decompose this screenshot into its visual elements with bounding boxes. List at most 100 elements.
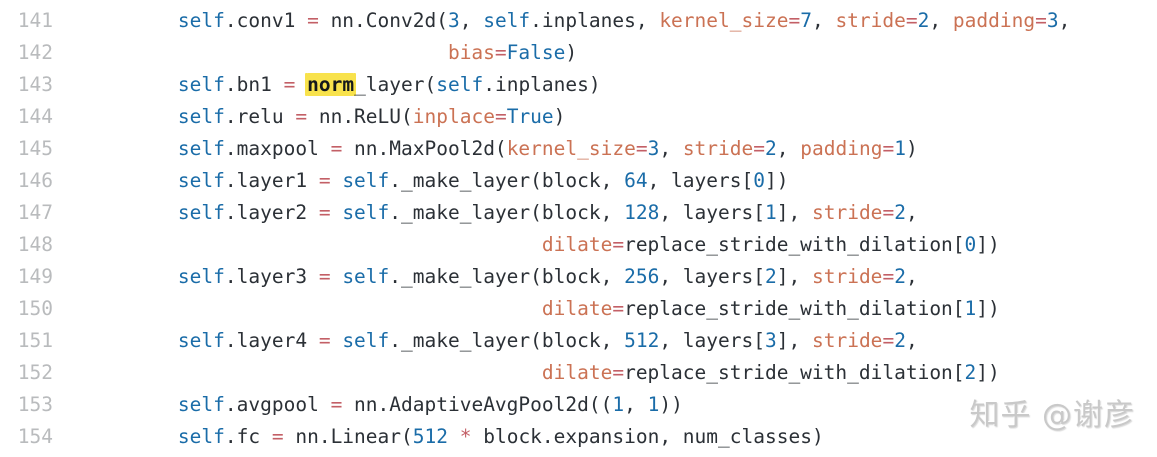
code-segment: ._make_layer(block, <box>389 265 625 288</box>
code-segment: * <box>459 425 472 448</box>
line-number[interactable]: 153 <box>17 393 53 416</box>
code-segment: , <box>624 393 648 416</box>
line-number[interactable]: 147 <box>17 201 53 224</box>
code-segment: dilate <box>541 297 613 320</box>
code-segment: 3 <box>647 137 660 160</box>
code-segment: .layer4 <box>224 329 319 352</box>
code-segment: = <box>318 265 331 288</box>
code-segment <box>84 169 178 192</box>
code-line: 143 self.bn1 = norm_layer(self.inplanes) <box>0 69 1157 101</box>
code-segment: , <box>776 137 801 160</box>
code-text: self.layer3 = self._make_layer(block, 25… <box>53 261 918 293</box>
line-number[interactable]: 141 <box>17 9 53 32</box>
code-segment: dilate <box>541 233 613 256</box>
code-line: 150 dilate=replace_stride_with_dilation[… <box>0 293 1157 325</box>
line-number[interactable]: 148 <box>17 233 53 256</box>
code-segment: = <box>283 73 296 96</box>
code-segment: ], <box>776 265 812 288</box>
code-segment: self <box>342 329 390 352</box>
code-segment: ], <box>776 201 812 224</box>
code-segment: = <box>494 41 507 64</box>
code-segment <box>84 297 542 320</box>
code-text: self.conv1 = nn.Conv2d(3, self.inplanes,… <box>53 5 1070 37</box>
code-segment: replace_stride_with_dilation[ <box>624 297 965 320</box>
code-segment: bias <box>447 41 495 64</box>
code-segment: self <box>342 265 390 288</box>
line-number[interactable]: 142 <box>17 41 53 64</box>
code-segment: ) <box>565 41 578 64</box>
code-segment <box>84 265 178 288</box>
code-line: 146 self.layer1 = self._make_layer(block… <box>0 165 1157 197</box>
code-segment: self <box>177 9 225 32</box>
line-number[interactable]: 149 <box>17 265 53 288</box>
code-segment: replace_stride_with_dilation[ <box>624 233 965 256</box>
code-segment: self <box>177 137 225 160</box>
code-segment: nn.Linear( <box>283 425 413 448</box>
code-segment: stride <box>811 201 883 224</box>
code-text: bias=False) <box>53 37 577 69</box>
code-segment <box>84 425 178 448</box>
code-segment: self <box>177 265 225 288</box>
code-segment: = <box>318 169 331 192</box>
code-segment: 3 <box>765 329 777 352</box>
code-segment: 2 <box>917 9 930 32</box>
code-segment: 1 <box>612 393 625 416</box>
code-segment <box>84 137 178 160</box>
code-segment: stride <box>811 329 883 352</box>
code-segment: , layers[ <box>659 329 765 352</box>
line-number[interactable]: 154 <box>17 425 53 448</box>
code-segment: 128 <box>624 201 660 224</box>
code-segment: padding <box>800 137 883 160</box>
line-number[interactable]: 151 <box>17 329 53 352</box>
line-number[interactable]: 143 <box>17 73 53 96</box>
code-segment: .fc <box>224 425 272 448</box>
code-segment: .inplanes, <box>530 9 660 32</box>
code-line: 151 self.layer4 = self._make_layer(block… <box>0 325 1157 357</box>
code-segment: = <box>882 265 895 288</box>
code-line: 144 self.relu = nn.ReLU(inplace=True) <box>0 101 1157 133</box>
code-segment: , <box>1058 9 1071 32</box>
code-segment: self <box>436 73 484 96</box>
line-number[interactable]: 152 <box>17 361 53 384</box>
code-segment: 2 <box>894 329 906 352</box>
code-segment: , layers[ <box>659 201 765 224</box>
code-text: dilate=replace_stride_with_dilation[2]) <box>53 357 1000 389</box>
code-segment: 3 <box>447 9 460 32</box>
code-segment: 2 <box>964 361 977 384</box>
code-segment: 512 <box>412 425 448 448</box>
code-segment: 2 <box>765 265 777 288</box>
code-segment: stride <box>811 265 883 288</box>
code-segment: nn.AdaptiveAvgPool2d(( <box>342 393 613 416</box>
code-segment: .bn1 <box>224 73 284 96</box>
code-line: 153 self.avgpool = nn.AdaptiveAvgPool2d(… <box>0 389 1157 421</box>
code-segment: 2 <box>894 265 906 288</box>
code-segment: ]) <box>976 233 1000 256</box>
code-segment: stride <box>682 137 754 160</box>
code-segment: dilate <box>541 361 613 384</box>
code-segment: = <box>318 329 331 352</box>
code-text: dilate=replace_stride_with_dilation[0]) <box>53 229 1000 261</box>
code-segment: ._make_layer(block, <box>389 169 625 192</box>
code-segment: 256 <box>624 265 660 288</box>
code-line: 154 self.fc = nn.Linear(512 * block.expa… <box>0 421 1157 453</box>
code-segment: ) <box>553 105 566 128</box>
code-segment: replace_stride_with_dilation[ <box>624 361 965 384</box>
code-line: 145 self.maxpool = nn.MaxPool2d(kernel_s… <box>0 133 1157 165</box>
code-segment <box>84 393 178 416</box>
code-segment: 1 <box>647 393 660 416</box>
line-number[interactable]: 146 <box>17 169 53 192</box>
code-segment: = <box>1035 9 1047 32</box>
line-number[interactable]: 144 <box>17 105 53 128</box>
line-number[interactable]: 145 <box>17 137 53 160</box>
code-segment: = <box>612 361 625 384</box>
code-segment: = <box>753 137 766 160</box>
code-segment: )) <box>659 393 683 416</box>
code-segment: self <box>177 329 225 352</box>
line-number[interactable]: 150 <box>17 297 53 320</box>
code-segment: = <box>318 201 331 224</box>
code-segment: = <box>271 425 284 448</box>
code-line: 141 self.conv1 = nn.Conv2d(3, self.inpla… <box>0 5 1157 37</box>
code-segment <box>84 105 178 128</box>
code-text: self.layer2 = self._make_layer(block, 12… <box>53 197 918 229</box>
code-segment: = <box>612 233 625 256</box>
